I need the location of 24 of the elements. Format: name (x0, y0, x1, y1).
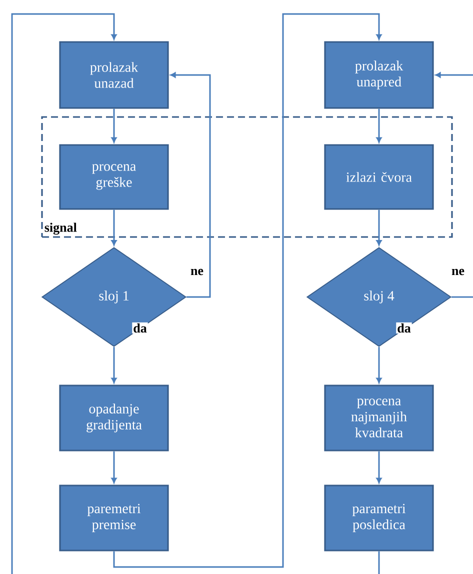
process-box: paremetri premise (59, 484, 169, 552)
edge-label: ne (450, 268, 466, 276)
arrow (435, 72, 473, 78)
process-box: prolazak unapred (324, 41, 434, 109)
arrow (376, 451, 382, 484)
process-box: izlazi čvora (324, 144, 434, 210)
arrow (170, 72, 211, 298)
arrow (376, 347, 382, 384)
arrow (11, 13, 117, 574)
arrow (376, 108, 382, 143)
arrow (111, 347, 117, 384)
process-box: parametri posledica (324, 484, 434, 552)
arrow (111, 210, 117, 246)
process-box: prolazak unazad (59, 41, 169, 109)
arrow (113, 13, 382, 568)
process-box: procena greške (59, 144, 169, 210)
process-box: opadanje gradijenta (59, 384, 169, 452)
arrow (111, 108, 117, 143)
process-box: procena najmanjih kvadrata (324, 384, 434, 452)
edge-label: da (132, 322, 148, 334)
edge-label: ne (190, 268, 204, 276)
arrow (111, 451, 117, 484)
arrow (376, 210, 382, 246)
edge-label: da (396, 322, 412, 334)
